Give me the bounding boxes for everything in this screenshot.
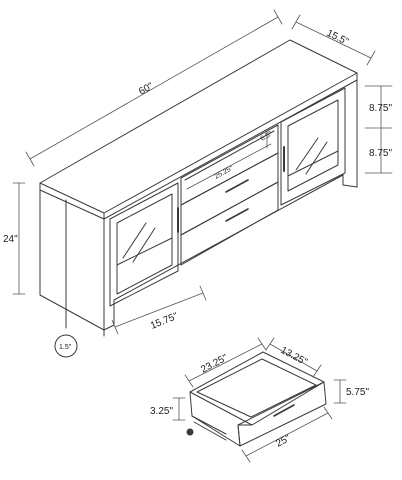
dim-height-label: 24" [3, 234, 18, 245]
dim-leg-label: 1.5" [59, 344, 72, 351]
drawer-width-bottom-label: 25" [274, 433, 293, 450]
drawer-height-left-label: 3.25" [150, 406, 173, 417]
stand-top [39, 39, 358, 220]
drawer-detail [186, 351, 327, 447]
drawer-dimension-lines [172, 337, 347, 463]
dimension-labels: 60" 15.5" 24" 8.75" 8.75" 6.5" 25.25" 15… [3, 28, 392, 450]
dim-depth-label: 15.5" [325, 28, 351, 48]
stand-dimension-lines [12, 9, 393, 335]
dim-cabinet-depth-label: 15.75" [149, 311, 180, 332]
drawer-depth-top-label: 13.25" [279, 345, 310, 368]
dim-door-height-lower-label: 8.75" [369, 148, 392, 159]
stand-front [103, 79, 358, 331]
lower-drawer[interactable] [180, 181, 279, 266]
dim-width-label: 60" [137, 81, 156, 98]
left-glass-door [109, 182, 179, 307]
drawer-height-right-label: 5.75" [346, 387, 369, 398]
leg-detail [54, 199, 78, 358]
dim-door-height-label: 8.75" [369, 103, 392, 114]
right-glass-door [280, 87, 346, 206]
stand-left-side [39, 189, 105, 337]
